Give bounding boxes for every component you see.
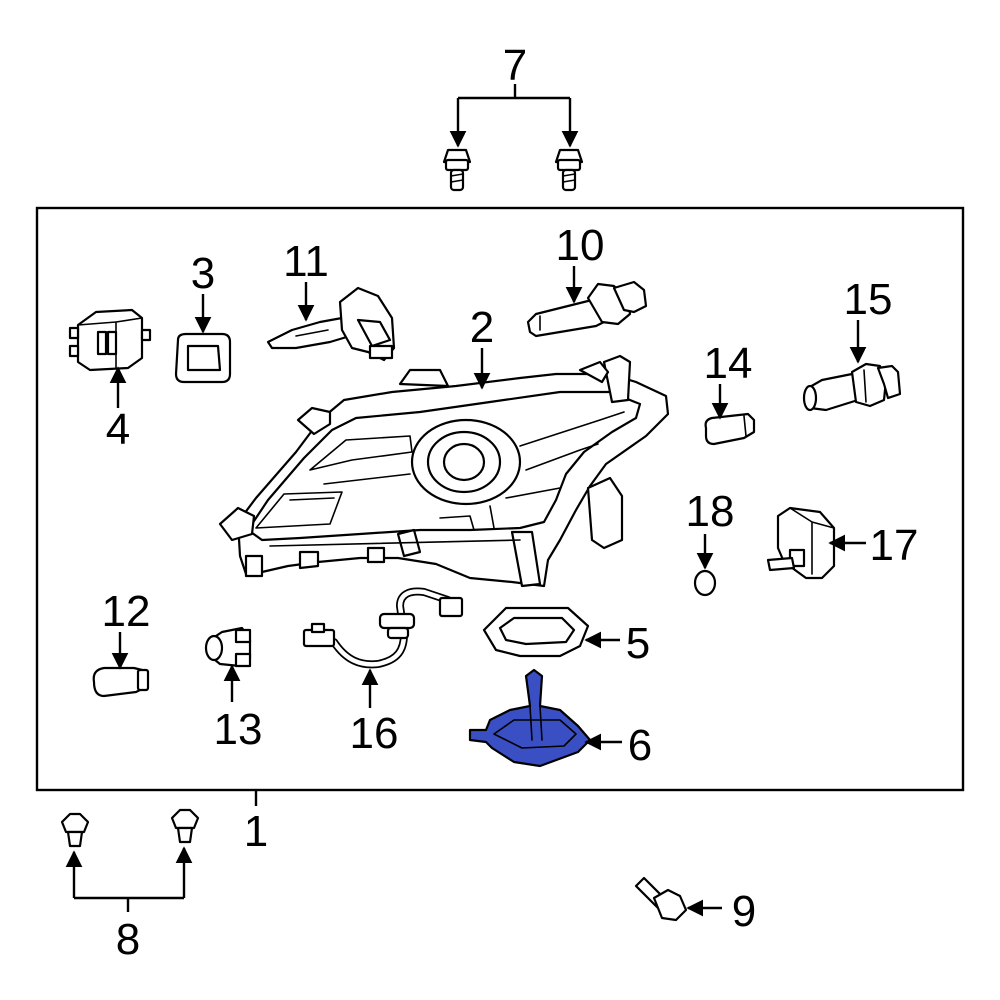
callout-6: 6 [628, 721, 652, 770]
o-ring-part-18[interactable] [693, 569, 717, 597]
callout-2: 2 [470, 303, 494, 352]
bulb-socket-part-15[interactable] [802, 362, 902, 412]
bolt-part-9[interactable] [634, 876, 688, 922]
bolt-part-7-left[interactable] [442, 148, 472, 192]
leader-7 [449, 84, 579, 148]
bulb-part-12[interactable] [92, 666, 150, 698]
socket-part-13[interactable] [204, 626, 252, 668]
bolt-part-7-right[interactable] [554, 148, 584, 192]
control-unit-part-4[interactable] [68, 308, 152, 372]
leader-8 [65, 846, 193, 912]
clip-part-8-right[interactable] [170, 808, 200, 844]
callout-3: 3 [191, 249, 215, 298]
wiring-harness-part-16[interactable] [302, 587, 464, 669]
callout-18: 18 [686, 487, 735, 536]
callout-16: 16 [350, 709, 399, 758]
assembly-frame [35, 206, 965, 792]
callout-1: 1 [244, 807, 268, 856]
wedge-bulb-part-14[interactable] [704, 412, 756, 446]
socket-part-17[interactable] [766, 506, 836, 580]
hid-bulb-part-10[interactable] [526, 280, 648, 338]
callout-5: 5 [626, 619, 650, 668]
headlamp-housing-part-2[interactable] [218, 354, 670, 588]
callout-17: 17 [870, 521, 919, 570]
gasket-part-5[interactable] [482, 606, 590, 658]
callout-8: 8 [116, 915, 140, 964]
callout-10: 10 [556, 221, 605, 270]
callout-4: 4 [106, 405, 130, 454]
callout-7: 7 [503, 41, 527, 90]
callout-12: 12 [102, 587, 151, 636]
clip-part-8-left[interactable] [60, 812, 90, 848]
callout-14: 14 [704, 339, 753, 388]
gasket-part-3[interactable] [174, 332, 232, 384]
callout-9: 9 [732, 887, 756, 936]
ballast-cover-part-6[interactable] [468, 668, 592, 768]
callout-15: 15 [844, 275, 893, 324]
callout-13: 13 [214, 705, 263, 754]
callout-11: 11 [283, 237, 329, 286]
headlamp-bulb-part-11[interactable] [266, 286, 396, 362]
